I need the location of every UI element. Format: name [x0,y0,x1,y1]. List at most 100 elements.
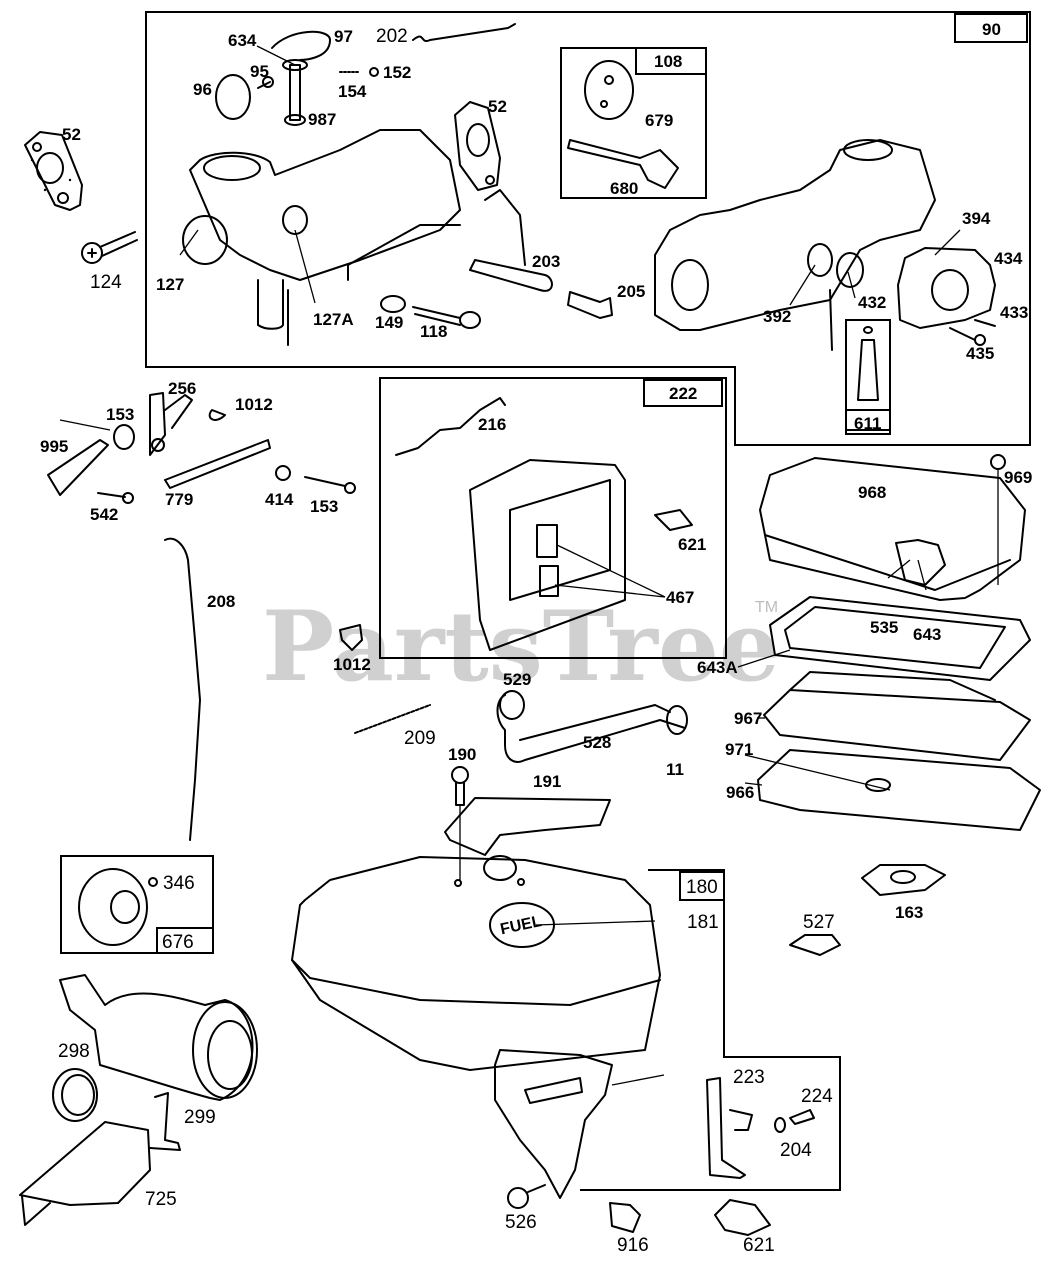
choke-plate-part[interactable] [215,74,251,120]
label-154[interactable]: 154 [338,82,367,101]
label-526[interactable]: 526 [505,1212,537,1233]
label-414[interactable]: 414 [265,490,294,509]
label-153-screw[interactable]: 153 [310,497,338,516]
screw-124[interactable] [81,231,138,264]
label-11[interactable]: 11 [666,760,684,779]
label-916[interactable]: 916 [617,1235,649,1256]
needle-valve-118[interactable] [412,306,481,329]
label-527[interactable]: 527 [803,912,835,933]
label-680[interactable]: 680 [610,179,638,198]
breather-tube-528[interactable] [496,690,688,763]
carburetor-body-rear[interactable] [654,139,936,351]
choke-valve-plate[interactable] [584,60,634,120]
label-435[interactable]: 435 [966,344,994,363]
gasket-52-right[interactable] [454,101,501,191]
gasket-163[interactable] [861,864,946,896]
clip-621[interactable] [714,1199,771,1236]
label-995[interactable]: 995 [40,437,68,456]
screw-190[interactable] [451,766,469,880]
callout-box-108[interactable]: 108 [654,52,682,71]
label-1012-top[interactable]: 1012 [235,395,273,414]
fuel-tank[interactable] [291,855,661,1071]
label-203[interactable]: 203 [532,252,560,271]
deflector-725[interactable] [19,1092,181,1226]
elbow-529[interactable] [499,690,525,720]
label-96[interactable]: 96 [193,80,212,99]
fuel-cap-181[interactable]: FUEL [489,902,555,948]
screw-435[interactable] [949,327,986,346]
fuel-control-223[interactable] [706,1077,753,1179]
label-432[interactable]: 432 [858,293,886,312]
label-634[interactable]: 634 [228,31,257,50]
label-205[interactable]: 205 [617,282,645,301]
cap-298[interactable] [52,1068,98,1122]
label-529[interactable]: 529 [503,670,531,689]
label-224[interactable]: 224 [801,1086,833,1107]
label-779[interactable]: 779 [165,490,193,509]
label-216[interactable]: 216 [478,415,506,434]
screw-433[interactable] [974,319,996,327]
carburetor-body[interactable] [182,129,461,346]
label-163[interactable]: 163 [895,903,923,922]
seal-643a[interactable] [769,596,1031,681]
label-621-inset[interactable]: 621 [678,535,706,554]
clip-916[interactable] [609,1202,641,1233]
choke-link-part[interactable] [412,23,516,43]
label-152[interactable]: 152 [383,63,411,82]
label-191[interactable]: 191 [533,772,561,791]
label-392[interactable]: 392 [763,307,791,326]
label-299[interactable]: 299 [184,1107,216,1128]
callout-box-676[interactable]: 676 [162,932,194,953]
label-256[interactable]: 256 [168,379,196,398]
governor-rod-208[interactable] [164,537,201,841]
tank-bracket[interactable] [494,1049,613,1199]
label-467[interactable]: 467 [666,588,694,607]
spring-149[interactable] [380,295,406,313]
clip-1012-top[interactable] [208,409,226,421]
label-968[interactable]: 968 [858,483,886,502]
label-208[interactable]: 208 [207,592,235,611]
muffler-299[interactable] [59,974,258,1101]
spring-209[interactable] [354,704,431,734]
label-679[interactable]: 679 [645,111,673,130]
label-966[interactable]: 966 [726,783,754,802]
choke-lever-part[interactable] [271,30,331,61]
emulsion-tube-part[interactable] [857,339,879,401]
label-969[interactable]: 969 [1004,468,1032,487]
latch-535-643[interactable] [895,539,946,586]
rod-779[interactable] [164,439,271,489]
fuel-pump-plate-394[interactable] [897,247,996,329]
label-209[interactable]: 209 [404,728,436,749]
label-52-right[interactable]: 52 [488,97,507,116]
pin-205[interactable] [567,291,613,319]
choke-shaft-part[interactable] [567,139,679,189]
pad-467a[interactable] [536,524,558,558]
label-528[interactable]: 528 [583,733,611,752]
label-127a[interactable]: 127A [313,310,354,329]
grommet-11[interactable] [666,705,688,735]
label-153-bushing[interactable]: 153 [106,405,134,424]
label-97[interactable]: 97 [334,27,353,46]
knob-969[interactable] [990,454,1006,585]
base-966[interactable] [757,749,1041,831]
throttle-shaft-203[interactable] [469,189,553,292]
label-95[interactable]: 95 [250,62,269,81]
label-118[interactable]: 118 [420,322,447,341]
clip-621-inset[interactable] [654,509,693,531]
label-394[interactable]: 394 [962,209,991,228]
bolt-526[interactable] [507,1184,546,1209]
label-298[interactable]: 298 [58,1041,90,1062]
label-190[interactable]: 190 [448,745,476,764]
label-124[interactable]: 124 [90,272,122,293]
filter-element-967[interactable] [763,671,1031,761]
label-346[interactable]: 346 [163,873,195,894]
control-bracket[interactable] [469,459,626,651]
label-127[interactable]: 127 [156,275,184,294]
knob-part[interactable] [78,868,148,946]
label-971[interactable]: 971 [725,740,753,759]
label-725[interactable]: 725 [145,1189,177,1210]
callout-box-611[interactable]: 611 [854,414,881,433]
label-223[interactable]: 223 [733,1067,765,1088]
callout-box-90[interactable]: 90 [982,20,1001,39]
label-181[interactable]: 181 [687,912,719,933]
